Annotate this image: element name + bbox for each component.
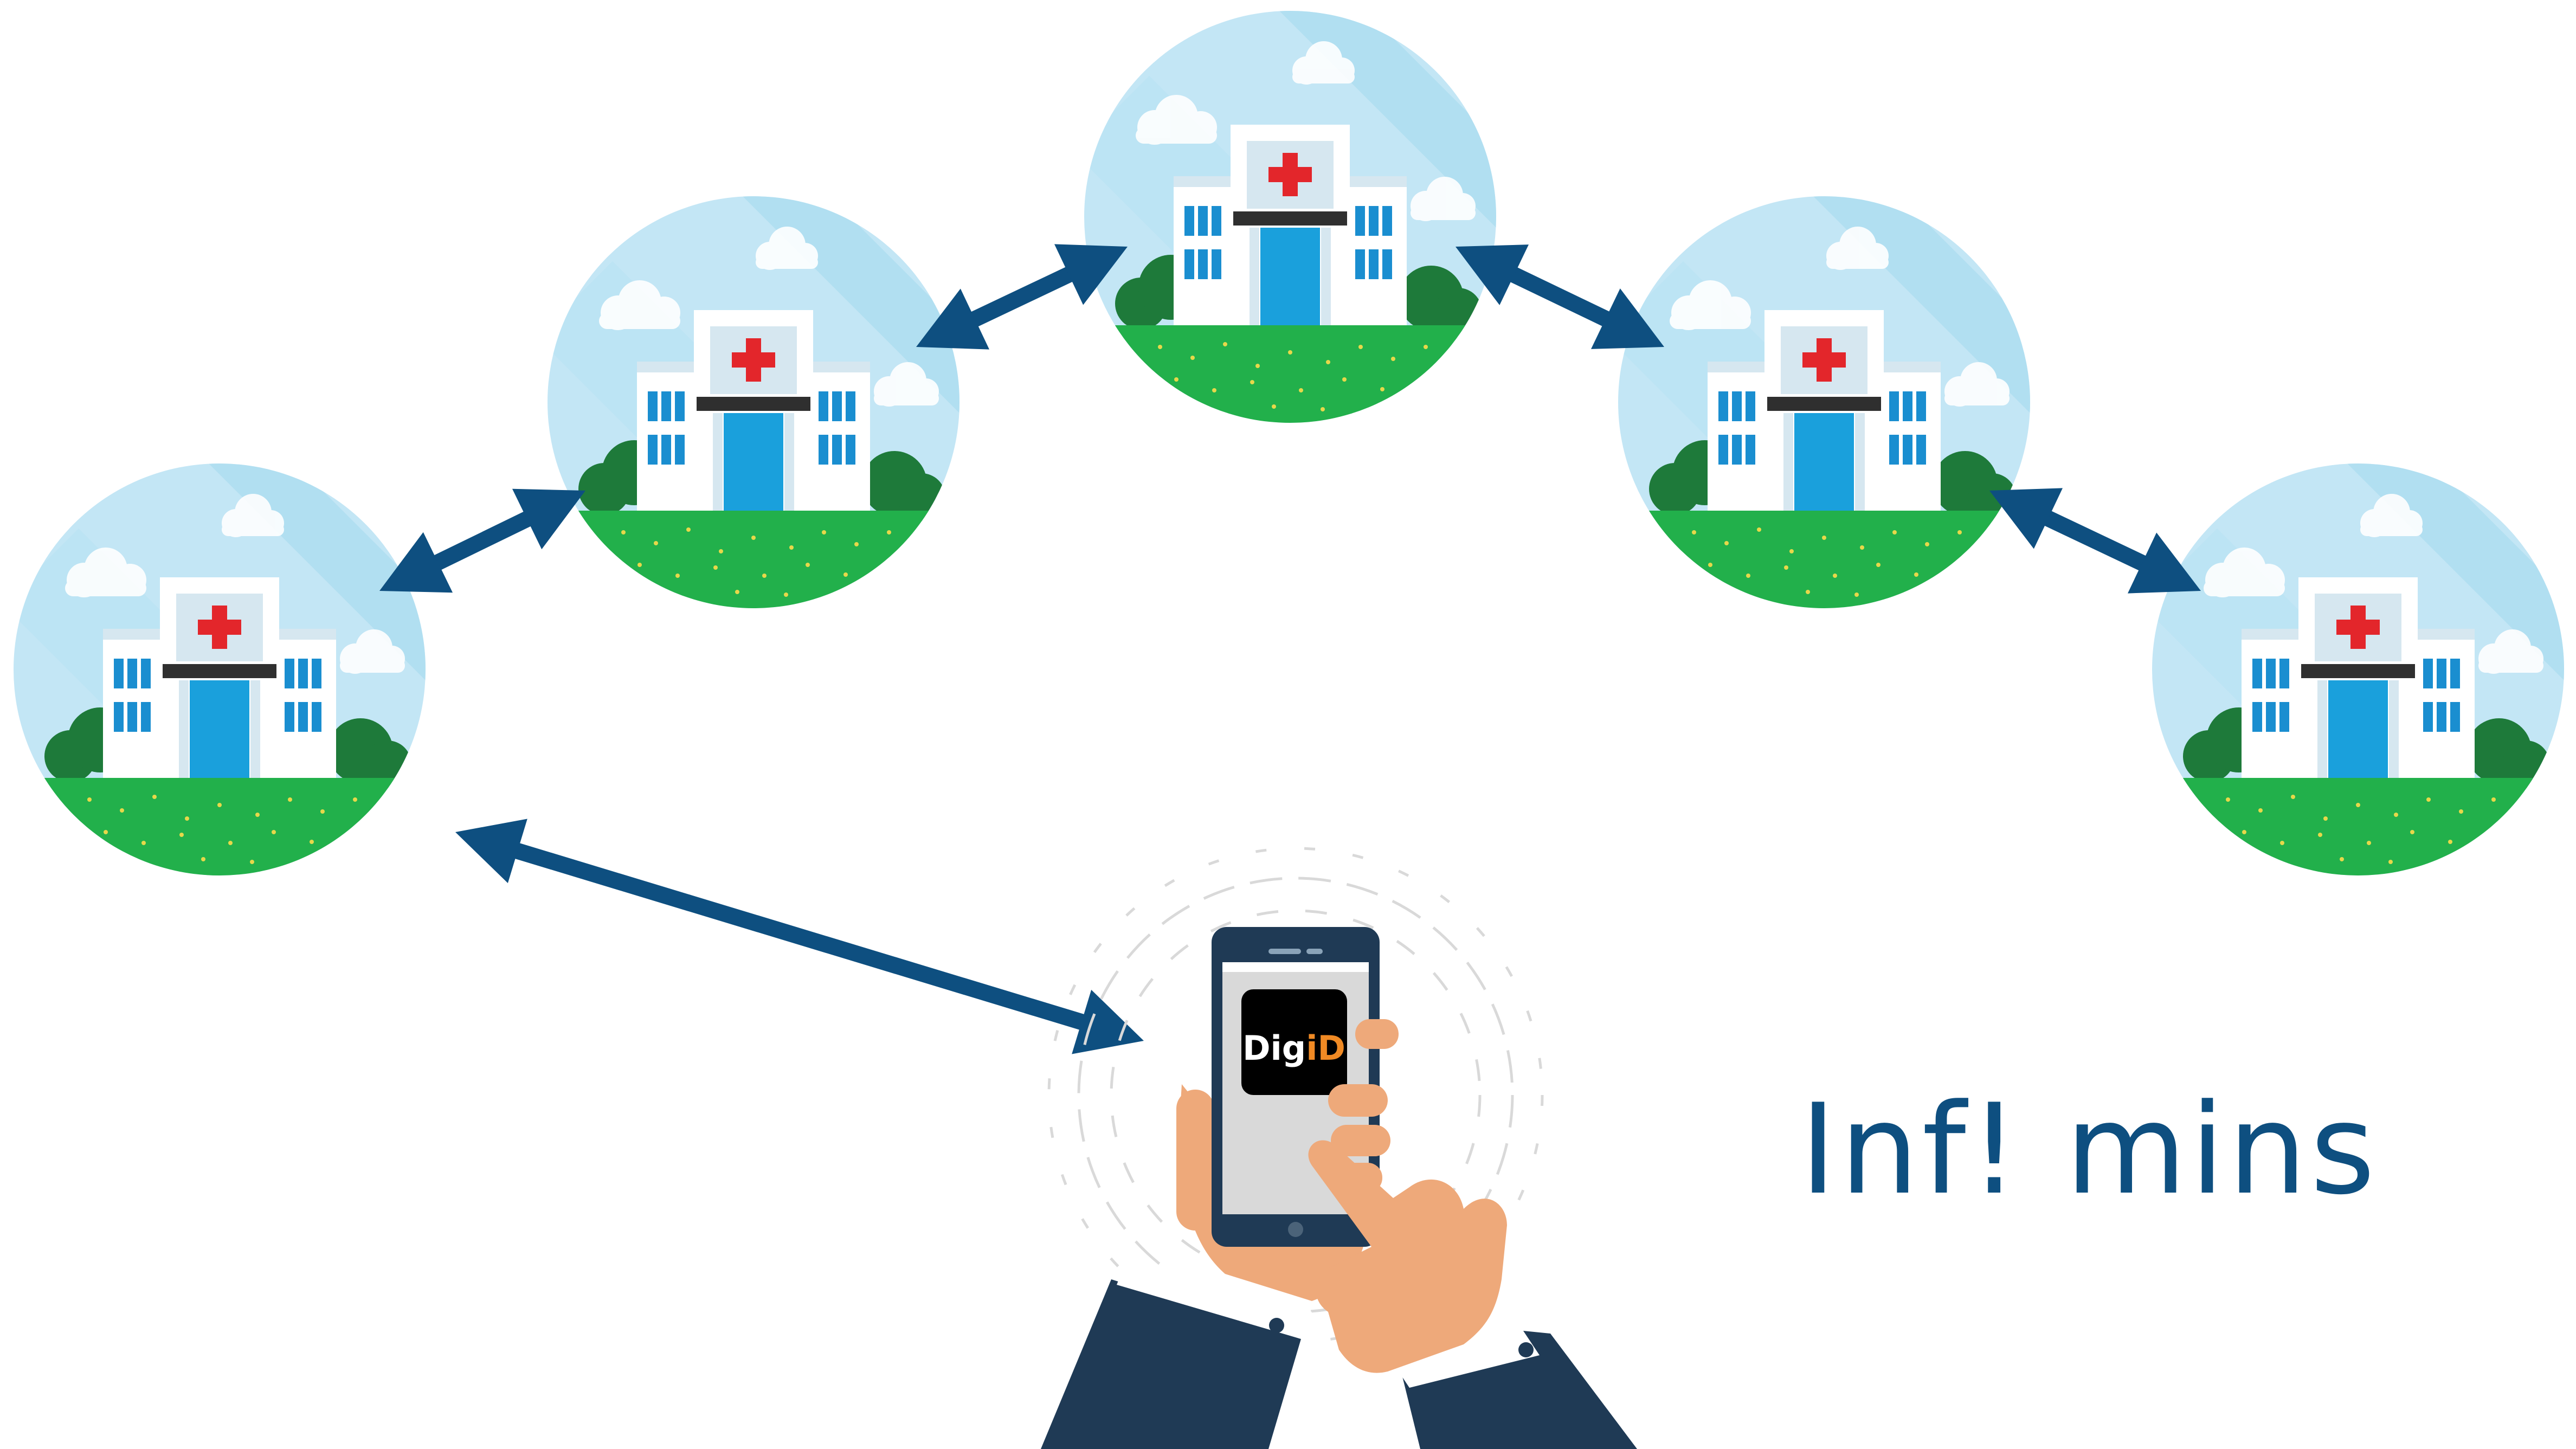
digid-logo-text: DigiD: [1242, 1028, 1345, 1068]
hospital-icon: [1607, 185, 2052, 619]
double-arrow-icon: [961, 262, 1083, 331]
arrow-head: [455, 819, 527, 884]
caption-text: Inf! mins: [1800, 1078, 2378, 1222]
hospital-icon: [1073, 0, 1518, 434]
signal-rings: [1047, 847, 1544, 1343]
connection-arrows: [379, 244, 2201, 1054]
left-sleeve: [1041, 1279, 1301, 1449]
double-arrow-icon: [2034, 506, 2156, 575]
smartphone-with-hands: DigiD: [1041, 847, 1637, 1449]
hospital-icon: [537, 185, 981, 619]
arrow-head: [1590, 288, 1664, 349]
double-arrow-icon: [1500, 262, 1619, 331]
hospital-nodes: [3, 0, 2576, 886]
arrow-head: [1054, 244, 1128, 305]
arrow-head: [2128, 532, 2201, 594]
double-arrow-icon: [505, 840, 1094, 1033]
double-arrow-icon: [424, 507, 540, 575]
left-cuff: [1117, 1258, 1312, 1339]
hospital-icon: [2141, 453, 2576, 886]
digid-logo: [1241, 989, 1347, 1095]
arrow-head: [916, 288, 989, 350]
arrow-head: [1456, 244, 1529, 305]
arrow-head: [1072, 989, 1144, 1054]
arrow-head: [1989, 488, 2063, 549]
arrow-head: [379, 532, 453, 593]
hospital-icon: [3, 453, 447, 886]
arrow-head: [512, 488, 585, 550]
pointing-hand-icon: [1308, 1140, 1507, 1373]
